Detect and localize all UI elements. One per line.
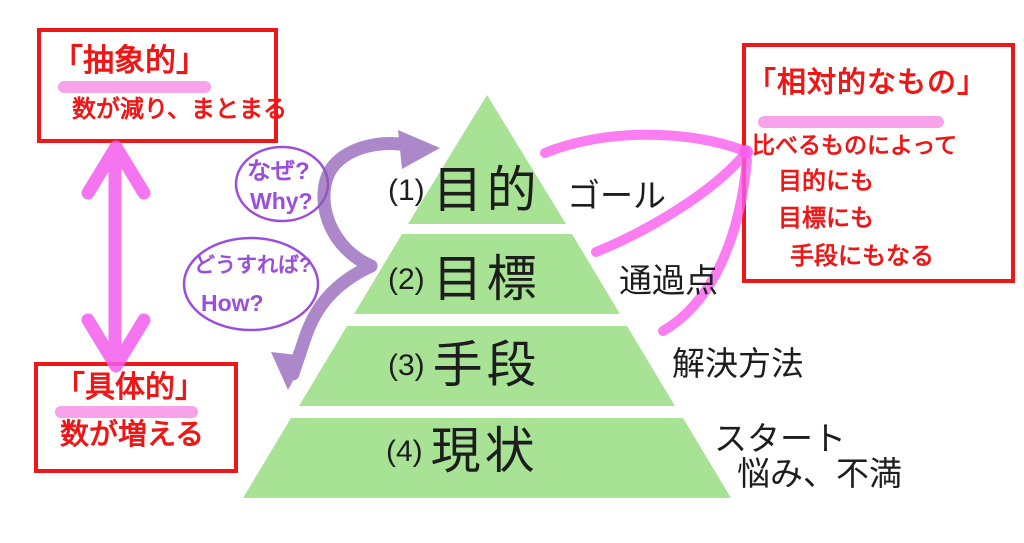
curve-means-to-relative xyxy=(658,155,752,336)
level-4-label: 現状 xyxy=(430,423,539,479)
why-bubble-jp: なぜ? xyxy=(247,158,310,185)
pyramid-level-4: (4) 現状 xyxy=(386,424,539,479)
pyramid-level-3: (3) 手段 xyxy=(388,338,541,393)
concrete-title: 「具体的」 xyxy=(55,371,205,404)
side-label-waypoint: 通過点 xyxy=(619,262,718,299)
level-2-label: 目標 xyxy=(432,251,541,307)
pyramid-level-1: (1) 目的 xyxy=(388,163,541,218)
side-label-solution: 解決方法 xyxy=(672,345,804,382)
how-bubble-en: How? xyxy=(201,290,264,316)
concrete-body: 数が増える xyxy=(60,419,205,451)
abstract-title: 「抽象的」 xyxy=(52,43,207,78)
how-arrow-head xyxy=(271,352,306,390)
abstract-concrete-double-arrow xyxy=(81,140,151,373)
pyramid-level-2: (2) 目標 xyxy=(388,252,541,307)
relative-line-3: 目標にも xyxy=(778,205,874,232)
abstract-box xyxy=(37,28,278,143)
why-bubble-en: Why? xyxy=(250,188,313,214)
side-label-worries: 悩み、不満 xyxy=(737,455,902,492)
level-3-label: 手段 xyxy=(432,337,541,393)
level-3-number: (3) xyxy=(388,349,425,382)
abstract-body: 数が減り、まとまる xyxy=(72,96,288,123)
relative-line-4: 手段にもなる xyxy=(790,243,934,270)
level-4-number: (4) xyxy=(386,435,423,468)
side-label-start: スタート xyxy=(714,420,846,457)
how-bubble-jp: どうすれば? xyxy=(194,254,312,277)
side-label-goal: ゴール xyxy=(567,177,666,214)
relative-title: 「相対的なもの」 xyxy=(747,67,988,99)
how-arrow-down xyxy=(286,259,378,381)
level-1-label: 目的 xyxy=(432,162,541,218)
level-1-number: (1) xyxy=(388,174,425,207)
level-2-number: (2) xyxy=(388,263,425,296)
relative-line-1: 比べるものによって xyxy=(752,132,958,158)
relative-line-2: 目的にも xyxy=(778,168,874,195)
curve-goal-to-relative xyxy=(540,129,750,158)
